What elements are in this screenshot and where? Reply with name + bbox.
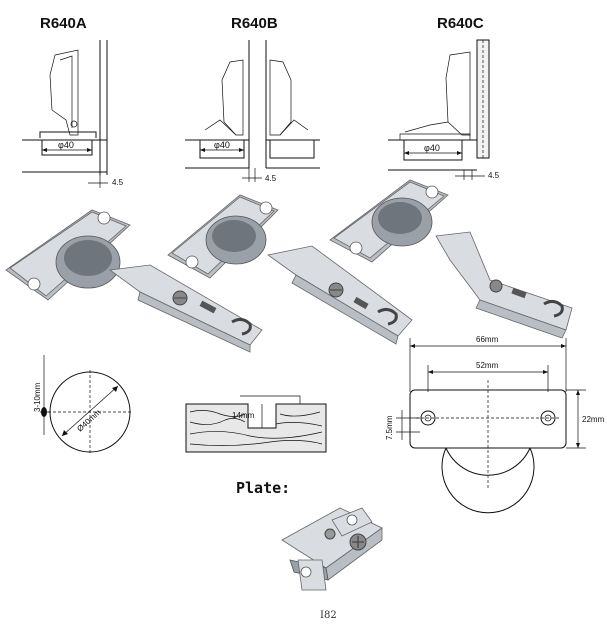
plate-label: Plate:	[236, 479, 290, 497]
model-title-r640b: R640B	[231, 15, 278, 32]
model-title-r640c: R640C	[437, 15, 484, 32]
r640a-cup-diameter: φ40	[58, 140, 74, 150]
r640b-offset: 4.5	[265, 174, 277, 183]
hinge-r640a-image	[5, 209, 263, 353]
hinge-r640c-image	[329, 179, 573, 339]
r640b-cup-diameter: φ40	[214, 140, 230, 150]
plate-hole-offset: 7.5mm	[385, 415, 394, 440]
plate-width-total: 66mm	[476, 335, 499, 344]
r640c-cup-diameter: φ40	[424, 143, 440, 153]
section-depth-label: 14mm	[232, 411, 255, 420]
r640c-offset: 4.5	[488, 171, 500, 180]
wood-section-diagram: 14mm	[185, 395, 327, 453]
hinge-r640b-image	[167, 194, 413, 345]
model-title-r640a: R640A	[40, 15, 87, 32]
r640a-offset: 4.5	[112, 178, 124, 187]
plate-height: 22mm	[582, 415, 605, 424]
page-code: I82	[320, 610, 337, 621]
mounting-plate-image	[281, 507, 383, 591]
plate-dimension-diagram: 66mm 52mm 22mm 7.5mm	[385, 335, 605, 514]
r640a-side-diagram: φ40 4.5	[22, 40, 124, 188]
r640c-side-diagram: φ40 4.5	[388, 39, 500, 180]
plate-hole-spacing: 52mm	[476, 361, 499, 370]
cup-drill-diagram: Ø40mm 3-10mm	[33, 355, 132, 454]
drill-edge-distance-label: 3-10mm	[33, 382, 42, 412]
r640b-side-diagram: φ40 4.5	[185, 40, 320, 183]
